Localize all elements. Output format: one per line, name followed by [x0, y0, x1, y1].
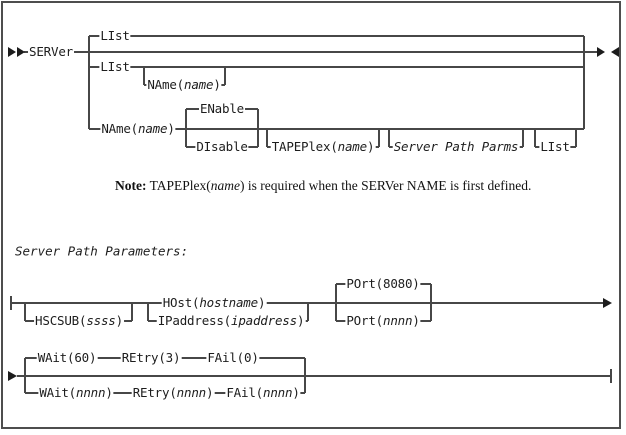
- keyword-server: SERVer: [28, 44, 74, 60]
- keyword-name-branch: NAme(name): [100, 121, 176, 137]
- syntax-diagram-page: SERVer LIst LIst NAme(name) NAme(name) E…: [1, 1, 621, 429]
- keyword-disable: DIsable: [195, 139, 249, 155]
- fragment-title: Server Path Parameters:: [15, 243, 189, 259]
- main-end-arrows-icon: [597, 47, 619, 57]
- main-start-arrows-icon: [8, 47, 25, 57]
- keyword-list-option: LIst: [539, 139, 571, 155]
- keyword-port-default: POrt(8080): [345, 276, 421, 292]
- keyword-hscsub-option: HSCSUB(ssss): [34, 313, 124, 329]
- keyword-enable-default: ENable: [199, 101, 245, 117]
- keyword-fail-option: FAil(nnnn): [225, 385, 301, 401]
- keyword-list-branch: LIst: [99, 59, 131, 75]
- fragment-row2-rails: [17, 357, 612, 394]
- fragment-reference-server-path-parms: Server Path Parms: [392, 139, 520, 155]
- keyword-retry-default: REtry(3): [120, 350, 182, 366]
- keyword-ipaddress-choice: IPaddress(ipaddress): [156, 313, 306, 329]
- keyword-tapeplex-option: TAPEPlex(name): [270, 139, 376, 155]
- keyword-host-choice: HOst(hostname): [161, 295, 267, 311]
- keyword-wait-option: WAit(nnnn): [38, 385, 114, 401]
- row1-continuation-arrow-icon: [603, 298, 612, 308]
- keyword-name-option: NAme(name): [146, 77, 222, 93]
- keyword-fail-default: FAil(0): [206, 350, 260, 366]
- keyword-wait-default: WAit(60): [36, 350, 98, 366]
- row2-continuation-arrow-icon: [8, 371, 17, 381]
- keyword-port-option: POrt(nnnn): [345, 313, 421, 329]
- note-label: Note:: [115, 178, 147, 193]
- note-text: Note: TAPEPlex(name) is required when th…: [115, 178, 532, 193]
- keyword-list-default: LIst: [99, 28, 131, 44]
- keyword-retry-option: REtry(nnnn): [131, 385, 215, 401]
